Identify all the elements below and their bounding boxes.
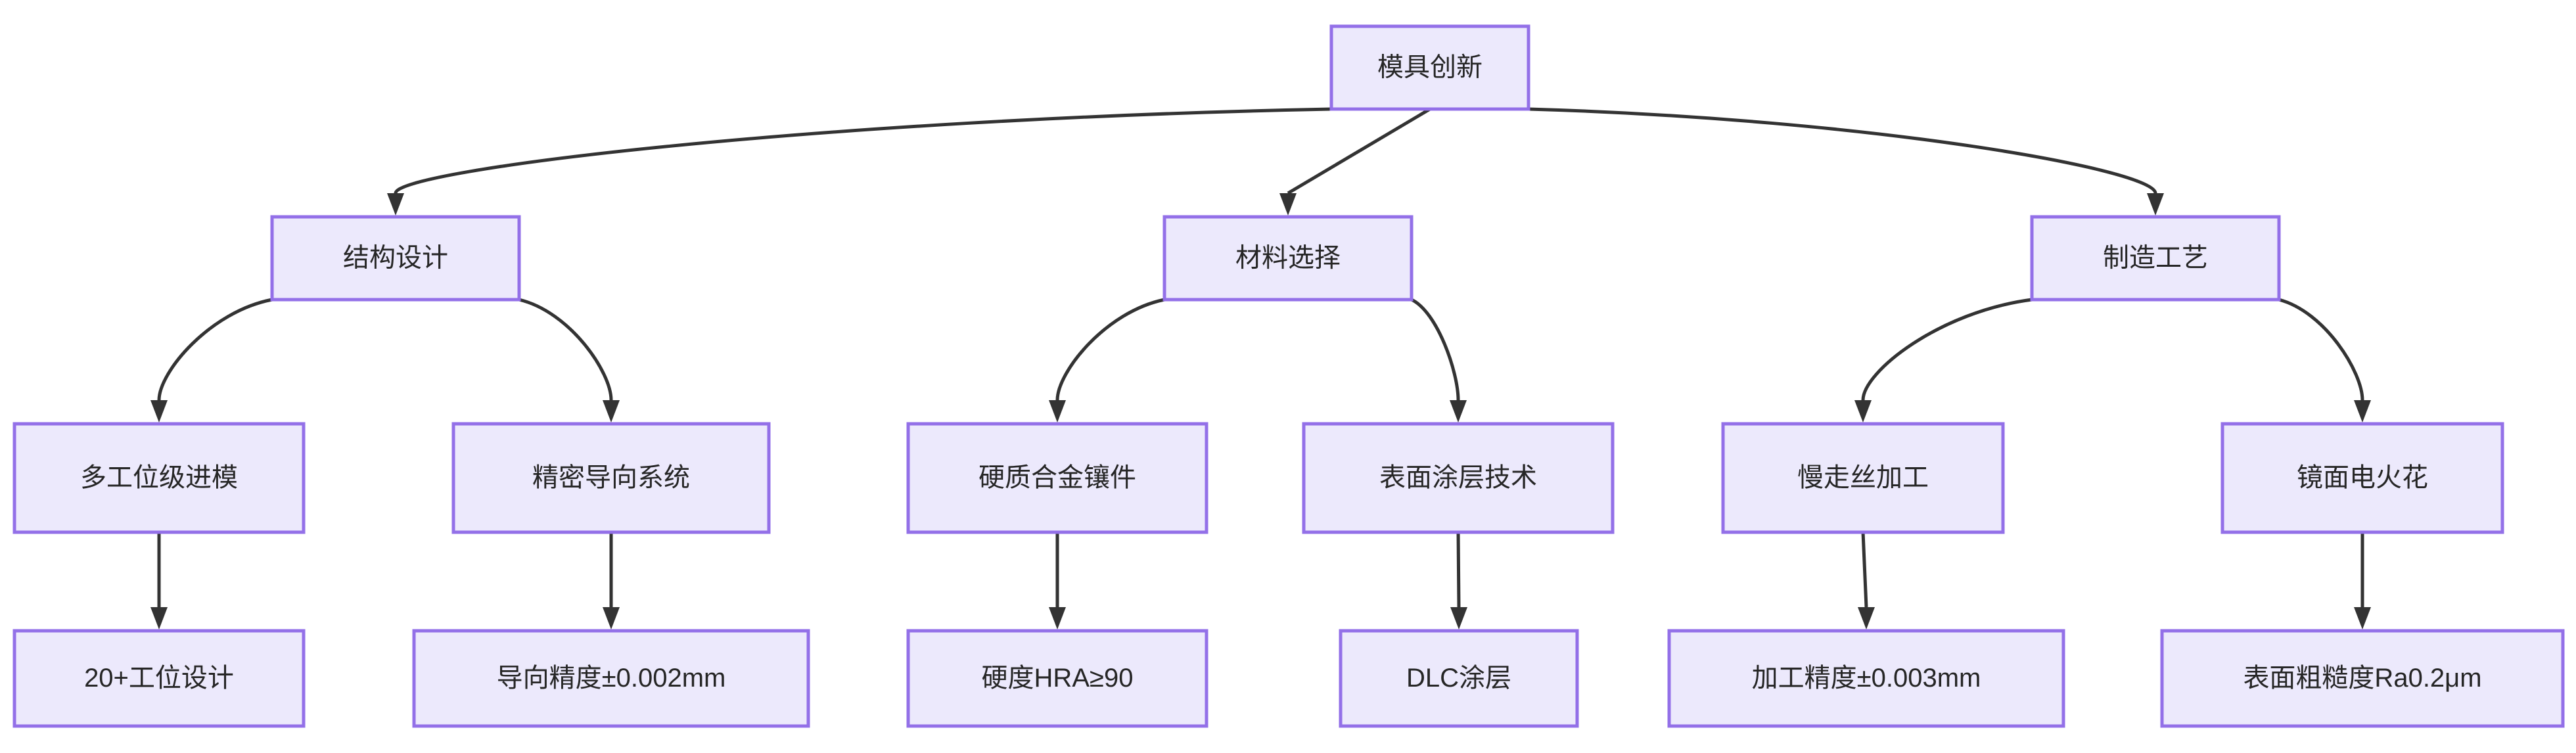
node-label: 20+工位设计	[84, 664, 234, 693]
node-label: 加工精度±0.003mm	[1752, 664, 1981, 693]
node-label: 导向精度±0.002mm	[497, 664, 726, 693]
node-c3[interactable]: 硬质合金镶件	[906, 422, 1208, 534]
node-box[interactable]	[1329, 24, 1530, 111]
node-c4[interactable]: 表面涂层技术	[1302, 422, 1615, 534]
node-d6[interactable]: 表面粗糙度Ra0.2μm	[2160, 629, 2565, 728]
arrowhead-icon	[1049, 607, 1066, 629]
node-label: 镜面电火花	[2297, 463, 2428, 492]
node-d2[interactable]: 导向精度±0.002mm	[412, 629, 810, 728]
arrowhead-icon	[603, 400, 620, 422]
node-label: 材料选择	[1235, 244, 1341, 273]
arrowhead-icon	[150, 607, 168, 629]
node-b1[interactable]: 结构设计	[270, 215, 521, 302]
node-label: 硬度HRA≥90	[982, 664, 1134, 693]
node-box[interactable]	[1667, 629, 2065, 728]
edge-line	[1861, 532, 1868, 608]
node-box[interactable]	[12, 422, 306, 534]
node-b2[interactable]: 材料选择	[1162, 215, 1414, 302]
edge-root-to-b3	[1528, 107, 2164, 216]
arrowhead-icon	[1854, 400, 1872, 422]
arrowhead-icon	[2147, 193, 2164, 216]
node-box[interactable]	[1162, 215, 1414, 302]
arrowhead-icon	[1450, 400, 1467, 422]
arrowhead-icon	[1450, 607, 1467, 629]
node-d1[interactable]: 20+工位设计	[12, 629, 306, 728]
node-label: DLC涂层	[1406, 664, 1511, 693]
node-label: 多工位级进模	[80, 463, 238, 492]
edge-c3-to-d3	[1049, 532, 1066, 629]
arrowhead-icon	[1858, 607, 1875, 629]
node-root[interactable]: 模具创新	[1329, 24, 1530, 111]
edge-line	[2278, 298, 2364, 401]
node-c5[interactable]: 慢走丝加工	[1721, 422, 2005, 534]
node-label: 制造工艺	[2103, 244, 2208, 273]
edge-b2-to-c4	[1410, 298, 1467, 422]
edge-b2-to-c3	[1049, 298, 1165, 422]
edges-layer	[150, 107, 2371, 629]
node-box[interactable]	[451, 422, 771, 534]
edge-line	[1055, 298, 1165, 401]
edge-c2-to-d2	[603, 532, 620, 629]
arrowhead-icon	[150, 400, 168, 422]
node-box[interactable]	[12, 629, 306, 728]
edge-line	[1861, 298, 2033, 401]
node-box[interactable]	[906, 422, 1208, 534]
edge-line	[1410, 298, 1460, 401]
edge-line	[157, 298, 273, 401]
node-d4[interactable]: DLC涂层	[1339, 629, 1579, 728]
arrowhead-icon	[2354, 400, 2371, 422]
edge-line	[1456, 532, 1461, 608]
node-label: 慢走丝加工	[1797, 463, 1929, 492]
node-box[interactable]	[412, 629, 810, 728]
node-d3[interactable]: 硬度HRA≥90	[906, 629, 1208, 728]
node-box[interactable]	[1339, 629, 1579, 728]
edge-b3-to-c6	[2278, 298, 2371, 422]
node-label: 模具创新	[1377, 53, 1483, 82]
node-b3[interactable]: 制造工艺	[2030, 215, 2281, 302]
edge-b1-to-c1	[150, 298, 273, 422]
edge-root-to-b1	[387, 107, 1332, 216]
node-box[interactable]	[2160, 629, 2565, 728]
edge-line	[1287, 107, 1431, 195]
edge-line	[1528, 107, 2157, 194]
edge-b3-to-c5	[1854, 298, 2033, 422]
arrowhead-icon	[1049, 400, 1066, 422]
node-label: 硬质合金镶件	[978, 463, 1136, 492]
node-box[interactable]	[2220, 422, 2504, 534]
node-label: 表面粗糙度Ra0.2μm	[2243, 664, 2481, 693]
node-box[interactable]	[906, 629, 1208, 728]
arrowhead-icon	[603, 607, 620, 629]
node-c2[interactable]: 精密导向系统	[451, 422, 771, 534]
edge-c1-to-d1	[150, 532, 168, 629]
node-c1[interactable]: 多工位级进模	[12, 422, 306, 534]
arrowhead-icon	[1279, 193, 1297, 216]
node-box[interactable]	[270, 215, 521, 302]
edge-line	[394, 107, 1332, 194]
node-label: 表面涂层技术	[1379, 463, 1537, 492]
node-box[interactable]	[1302, 422, 1615, 534]
node-c6[interactable]: 镜面电火花	[2220, 422, 2504, 534]
edge-line	[518, 298, 613, 401]
node-d5[interactable]: 加工精度±0.003mm	[1667, 629, 2065, 728]
edge-c5-to-d5	[1858, 532, 1875, 629]
edge-c4-to-d4	[1450, 532, 1467, 629]
node-label: 结构设计	[343, 244, 448, 273]
node-box[interactable]	[1721, 422, 2005, 534]
edge-c6-to-d6	[2354, 532, 2371, 629]
edge-b1-to-c2	[518, 298, 620, 422]
arrowhead-icon	[2354, 607, 2371, 629]
node-box[interactable]	[2030, 215, 2281, 302]
node-label: 精密导向系统	[532, 463, 690, 492]
edge-root-to-b2	[1279, 107, 1431, 216]
arrowhead-icon	[387, 193, 404, 216]
